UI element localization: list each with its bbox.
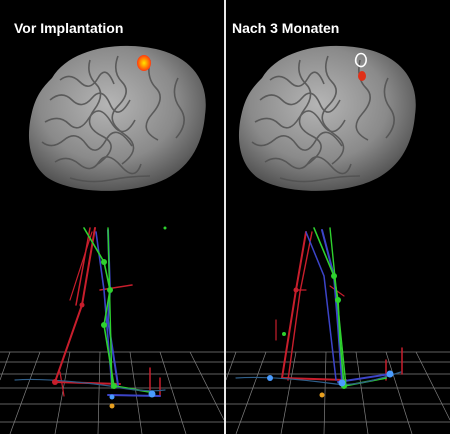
brain-render	[28, 45, 206, 191]
scene-before	[0, 45, 224, 434]
prior-activation-outline	[354, 52, 367, 68]
activation-spot	[137, 55, 151, 71]
activation-spot	[358, 71, 366, 81]
brain-render	[238, 45, 416, 191]
panel-divider	[224, 0, 226, 434]
panel-after-3-months: Nach 3 Monaten	[226, 0, 450, 434]
joint-markers	[267, 273, 394, 398]
panel-title-after: Nach 3 Monaten	[232, 20, 340, 36]
joint-markers	[52, 226, 167, 409]
scene-after	[226, 45, 450, 434]
panel-title-before: Vor Implantation	[14, 20, 124, 36]
panel-before-implantation: Vor Implantation	[0, 0, 224, 434]
floor-grid	[226, 351, 450, 434]
leg-skeleton	[14, 227, 166, 397]
